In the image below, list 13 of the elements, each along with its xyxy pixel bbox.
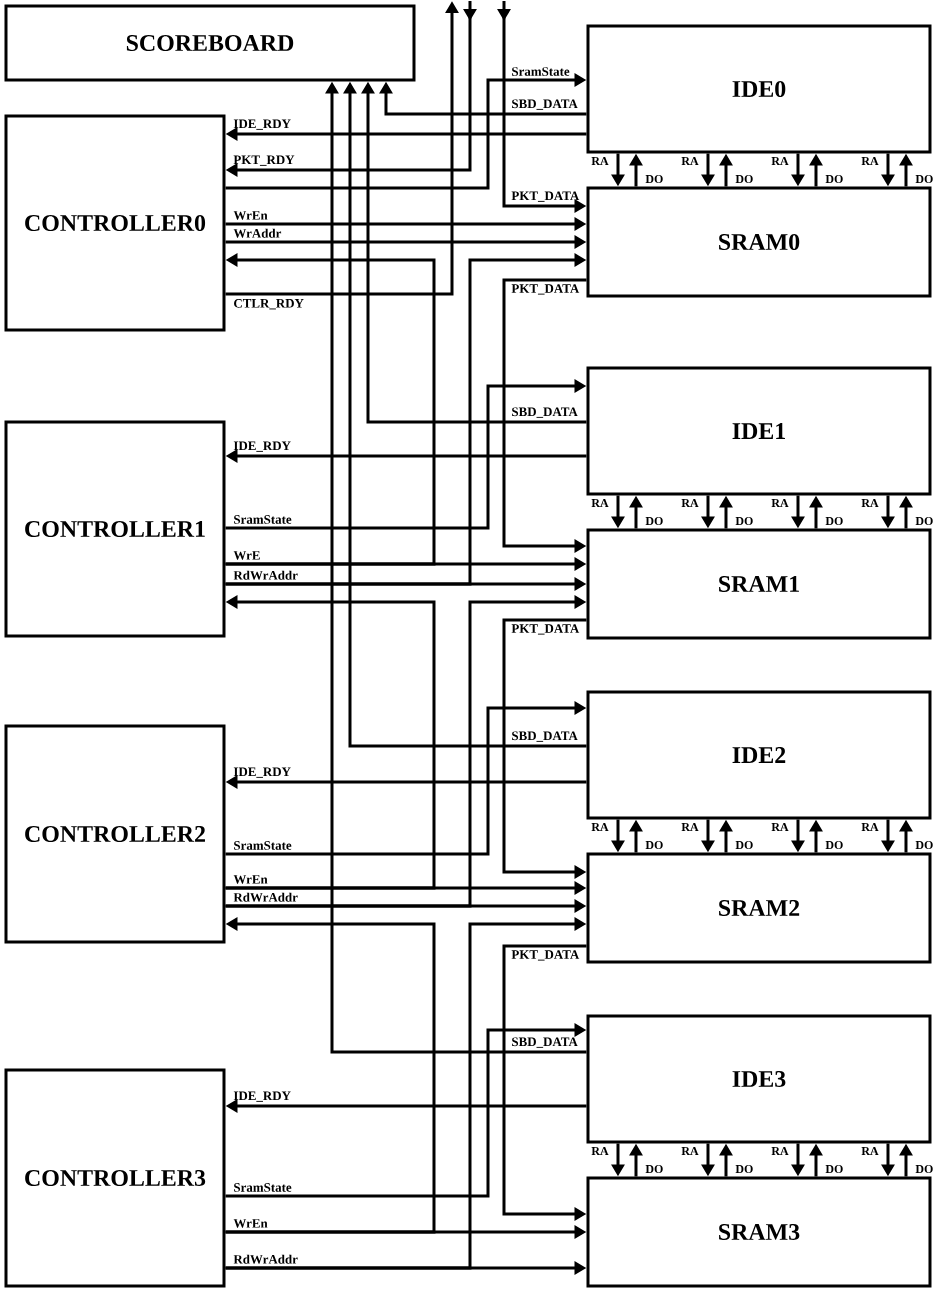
module-box: IDE0	[586, 24, 932, 154]
module-box: SCOREBOARD	[4, 4, 416, 82]
module-box: SRAM2	[586, 852, 932, 964]
module-box: CONTROLLER1	[4, 420, 226, 638]
module-box: SRAM0	[586, 186, 932, 298]
module-box: IDE2	[586, 690, 932, 820]
module-box: CONTROLLER0	[4, 114, 226, 332]
module-box: IDE3	[586, 1014, 932, 1144]
module-box: SRAM1	[586, 528, 932, 640]
module-box: CONTROLLER3	[4, 1068, 226, 1288]
module-box: CONTROLLER2	[4, 724, 226, 944]
module-box: SRAM3	[586, 1176, 932, 1288]
module-box: IDE1	[586, 366, 932, 496]
